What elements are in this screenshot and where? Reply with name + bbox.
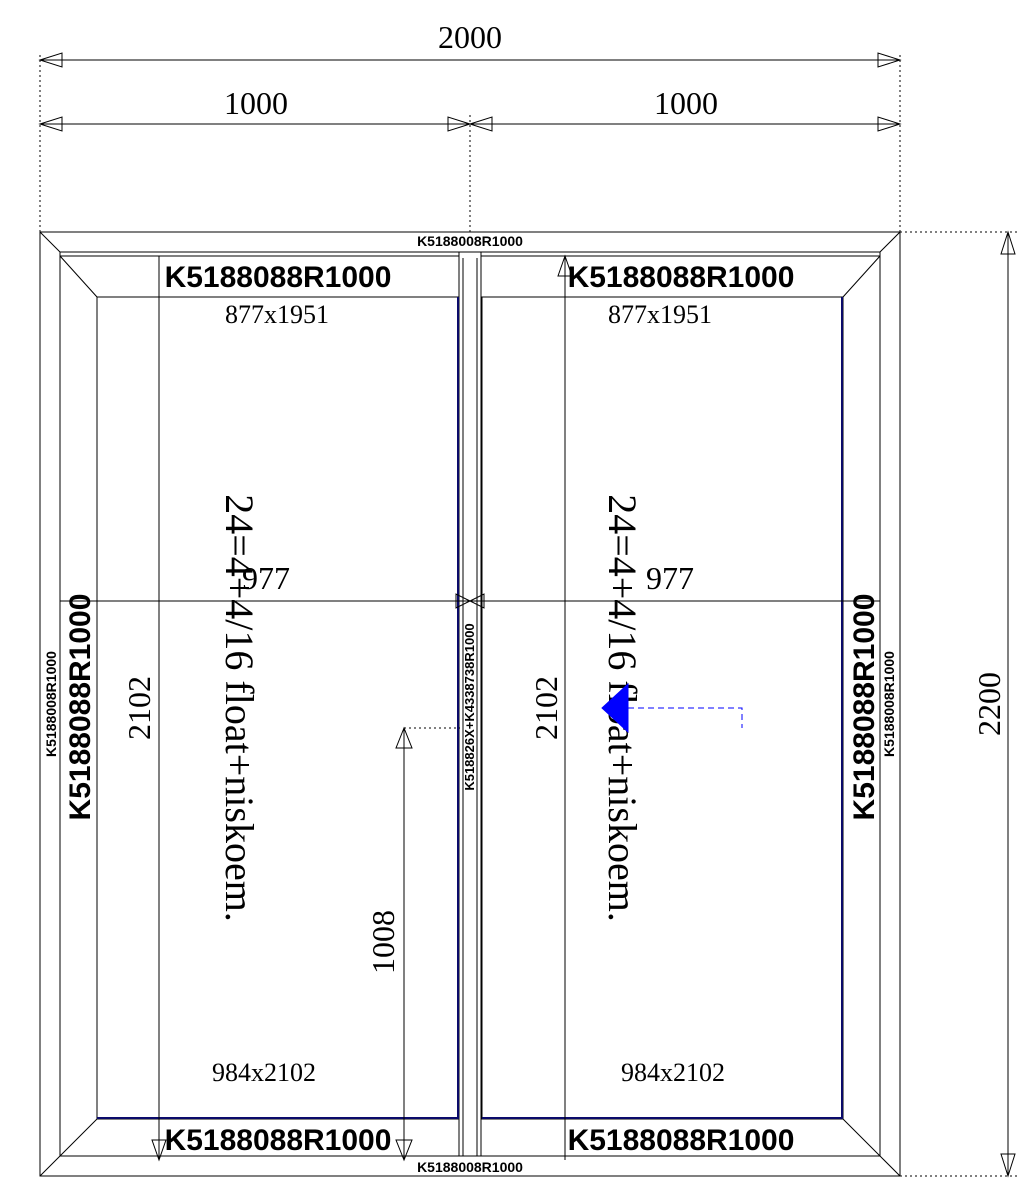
right-glass-size: 877x1951 [608, 300, 712, 329]
frame-left-code: K5188008R1000 [43, 651, 59, 757]
right-sash-size: 984x2102 [621, 1058, 725, 1087]
left-glass-spec: 24=4+4/16 float+niskoem. [217, 494, 262, 922]
right-width-dimension: 977 [646, 560, 694, 596]
left-glass-size: 877x1951 [225, 300, 329, 329]
left-sash: K5188088R1000 K5188088R1000 K5188088R100… [59, 255, 472, 1162]
frame-bottom-code: K5188008R1000 [417, 1159, 523, 1175]
left-sash-bottom-code: K5188088R1000 [165, 1124, 392, 1157]
overall-width-label: 2000 [438, 19, 502, 55]
frame-right-code: K5188008R1000 [881, 651, 897, 757]
handle-height-dimension: 1008 [365, 910, 401, 974]
right-width-label: 1000 [654, 85, 718, 121]
opening-direction-line [628, 707, 743, 728]
right-sash: K5188088R1000 K5188088R1000 K5188088R100… [468, 254, 881, 1160]
left-sash-size: 984x2102 [212, 1058, 316, 1087]
mullion: K518826X+K4338738R1000 [458, 252, 482, 1156]
left-width-label: 1000 [224, 85, 288, 121]
top-dimensions: 2000 1000 1000 [38, 19, 902, 232]
left-height-dimension: 2102 [121, 676, 157, 740]
right-sash-side-code: K5188088R1000 [848, 594, 881, 821]
right-sash-bottom-code: K5188088R1000 [568, 1124, 795, 1157]
overall-height-label: 2200 [971, 672, 1007, 736]
right-height-dimension: 2200 [900, 230, 1018, 1178]
right-height-dimension: 2102 [528, 676, 564, 740]
left-sash-side-code: K5188088R1000 [64, 594, 97, 821]
right-sash-top-code: K5188088R1000 [568, 261, 795, 294]
left-width-dimension: 977 [242, 560, 290, 596]
frame-top-code: K5188008R1000 [417, 233, 523, 249]
mullion-code: K518826X+K4338738R1000 [462, 623, 477, 790]
left-sash-top-code: K5188088R1000 [165, 261, 392, 294]
